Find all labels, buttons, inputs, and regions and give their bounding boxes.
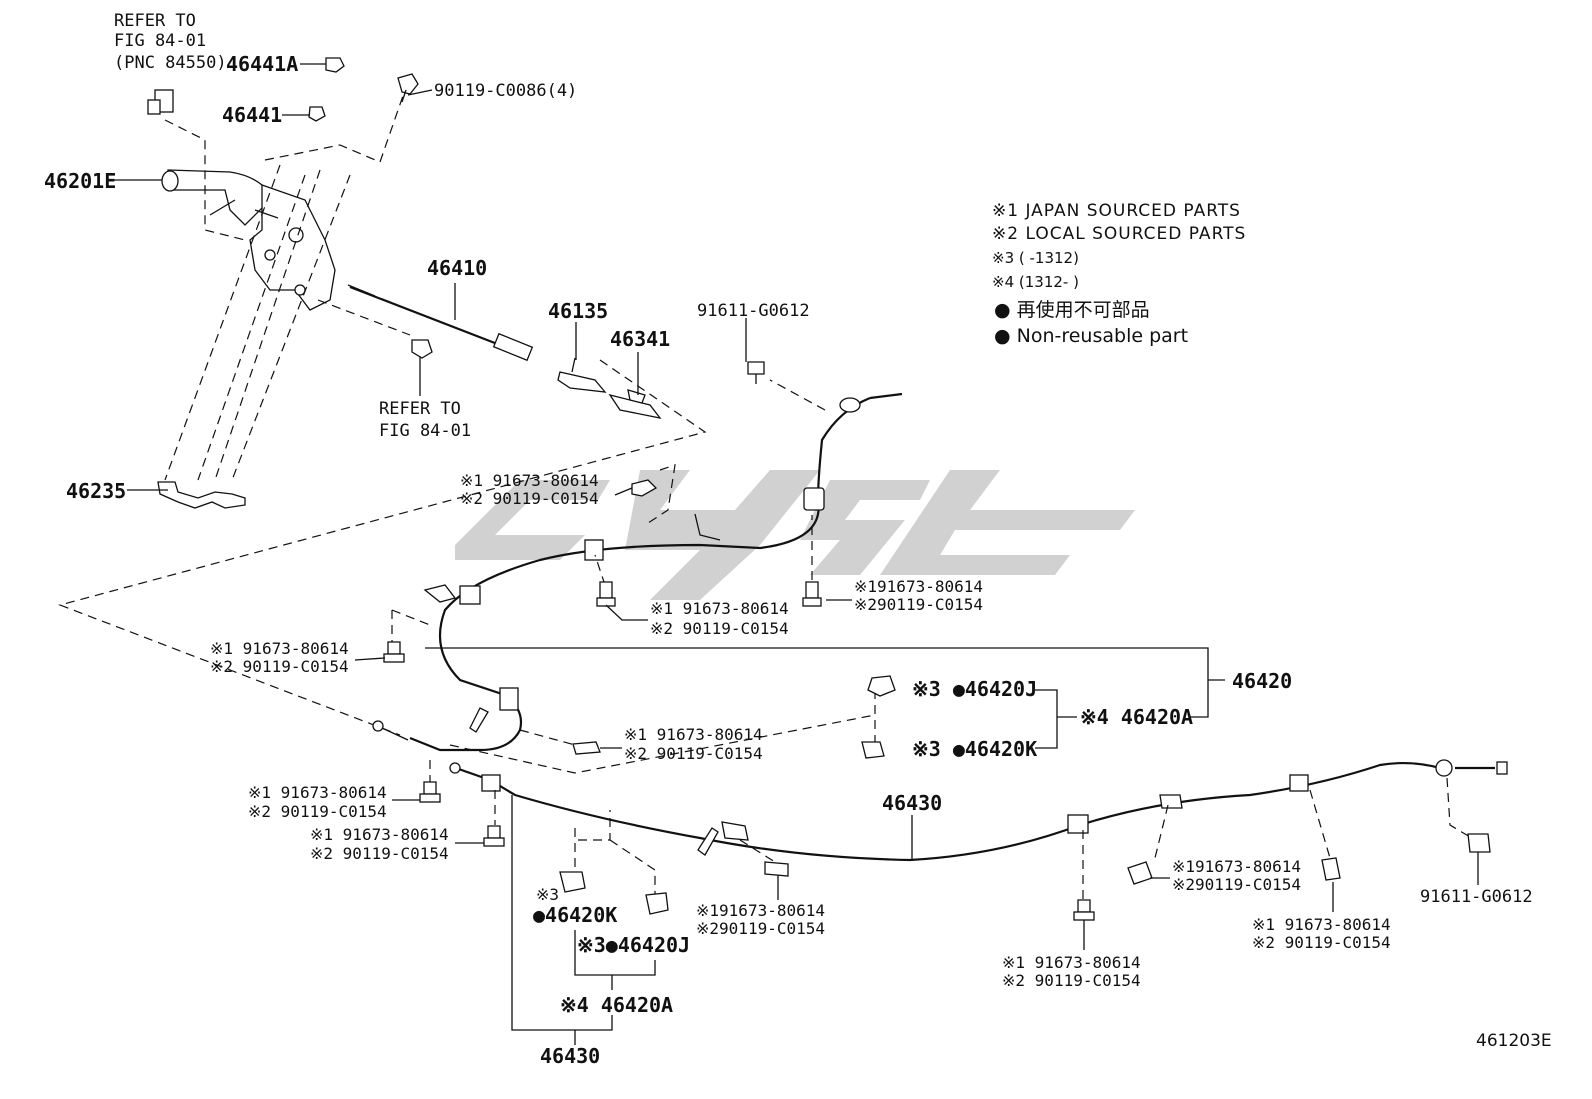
label-46430-mid: 46430	[882, 791, 942, 815]
cable-46410	[347, 284, 534, 362]
b6-b: ※2 90119-C0154	[248, 802, 387, 821]
b5-a: ※1 91673-80614	[624, 725, 763, 744]
label-91611-right: 91611-G0612	[1420, 887, 1533, 907]
b2-b: ※2 90119-C0154	[650, 619, 789, 638]
callout-b1: ※1 91673-80614 ※2 90119-C0154	[460, 471, 599, 508]
callout-b3: ※191673-80614 ※290119-C0154	[854, 577, 983, 614]
clip-46420J-right	[867, 675, 896, 697]
part-46341	[608, 389, 662, 419]
legend-note4: ※4 (1312- )	[992, 273, 1079, 291]
nut-46441A	[325, 57, 345, 73]
label-46135: 46135	[548, 299, 608, 323]
label-90119-C0086: 90119-C0086(4)	[434, 81, 577, 101]
label-46420K-right: ※3 ●46420K	[912, 737, 1037, 761]
label-46201E: 46201E	[44, 169, 116, 193]
callout-b5: ※1 91673-80614 ※2 90119-C0154	[624, 725, 763, 763]
cable-46420	[372, 392, 903, 752]
b4-a: ※1 91673-80614	[210, 639, 349, 658]
refer-top-line1: REFER TO	[114, 11, 196, 31]
b6-a: ※1 91673-80614	[248, 783, 387, 802]
bolt-refer-fig	[411, 339, 433, 359]
b1-b: ※2 90119-C0154	[460, 489, 599, 508]
label-46420K-left-1: ※3	[536, 885, 559, 904]
label-46235: 46235	[66, 479, 126, 503]
label-46420A-right: ※4 46420A	[1080, 705, 1193, 729]
clip-46420J-left	[645, 892, 669, 915]
diagram-id: 461203E	[1476, 1031, 1552, 1051]
b2-a: ※1 91673-80614	[650, 599, 789, 618]
clip-46420K-right	[861, 741, 885, 759]
refer-top-line3: (PNC 84550)	[114, 53, 227, 73]
b5-b: ※2 90119-C0154	[624, 744, 763, 763]
label-46441A: 46441A	[226, 52, 298, 76]
b3-b: ※290119-C0154	[854, 595, 983, 614]
bolt-90119-C0086	[397, 73, 419, 103]
label-46410: 46410	[427, 256, 487, 280]
refer-top-text: REFER TO FIG 84-01 (PNC 84550)	[114, 11, 227, 73]
watermark-logo	[455, 470, 1135, 600]
b7-b: ※2 90119-C0154	[310, 844, 449, 863]
bolt-icons	[383, 361, 1491, 921]
callout-b6: ※1 91673-80614 ※2 90119-C0154	[248, 783, 387, 821]
b3-a: ※191673-80614	[854, 577, 983, 596]
b1-a: ※1 91673-80614	[460, 471, 599, 490]
legend: ※1 JAPAN SOURCED PARTS ※2 LOCAL SOURCED …	[992, 201, 1246, 347]
nut-46441	[308, 106, 326, 122]
label-46341: 46341	[610, 327, 670, 351]
callout-b9: ※1 91673-80614 ※2 90119-C0154	[1002, 953, 1141, 990]
b8-b: ※290119-C0154	[696, 919, 825, 938]
refer-mid-line1: REFER TO	[379, 399, 461, 419]
clip-46441A-ref	[147, 89, 174, 115]
parking-brake-lever	[161, 169, 336, 311]
label-46420K-left-2: ●46420K	[533, 903, 617, 927]
callout-b8: ※191673-80614 ※290119-C0154	[696, 901, 825, 938]
attach-dash-lines	[391, 379, 1476, 900]
callout-b11: ※1 91673-80614 ※2 90119-C0154	[1252, 915, 1391, 952]
callout-b7: ※1 91673-80614 ※2 90119-C0154	[310, 825, 449, 863]
legend-note5: ● 再使用不可部品	[994, 299, 1150, 321]
b9-b: ※2 90119-C0154	[1002, 971, 1141, 990]
b11-a: ※1 91673-80614	[1252, 915, 1391, 934]
label-leaders	[114, 63, 1479, 950]
callout-b10: ※191673-80614 ※290119-C0154	[1172, 857, 1301, 894]
b8-a: ※191673-80614	[696, 901, 825, 920]
part-46135	[557, 357, 607, 393]
label-46420: 46420	[1232, 669, 1292, 693]
b9-a: ※1 91673-80614	[1002, 953, 1141, 972]
legend-note1: ※1 JAPAN SOURCED PARTS	[992, 201, 1241, 221]
legend-note3: ※3 ( -1312)	[992, 249, 1079, 267]
refer-top-line2: FIG 84-01	[114, 31, 206, 51]
label-46420J-right: ※3 ●46420J	[912, 677, 1037, 701]
b10-b: ※290119-C0154	[1172, 875, 1301, 894]
cable-46430	[449, 759, 1508, 862]
callout-b2: ※1 91673-80614 ※2 90119-C0154	[650, 599, 789, 638]
label-46420A-left: ※4 46420A	[560, 993, 673, 1017]
dash-lines-lever	[58, 89, 707, 736]
b10-a: ※191673-80614	[1172, 857, 1301, 876]
b7-a: ※1 91673-80614	[310, 825, 449, 844]
b4-b: ※2 90119-C0154	[210, 657, 349, 676]
label-46441: 46441	[222, 103, 282, 127]
legend-note6: ● Non-reusable part	[994, 325, 1188, 347]
refer-mid-line2: FIG 84-01	[379, 421, 471, 441]
callout-b4: ※1 91673-80614 ※2 90119-C0154	[210, 639, 349, 676]
group-brackets	[425, 647, 1225, 1045]
bracket-46235	[157, 481, 246, 509]
b11-b: ※2 90119-C0154	[1252, 933, 1391, 952]
label-46430-bottom: 46430	[540, 1044, 600, 1068]
legend-note2: ※2 LOCAL SOURCED PARTS	[992, 224, 1246, 244]
label-91611-top: 91611-G0612	[697, 301, 810, 321]
clip-46420K-left	[559, 871, 586, 893]
label-46420J-left: ※3●46420J	[577, 933, 690, 957]
